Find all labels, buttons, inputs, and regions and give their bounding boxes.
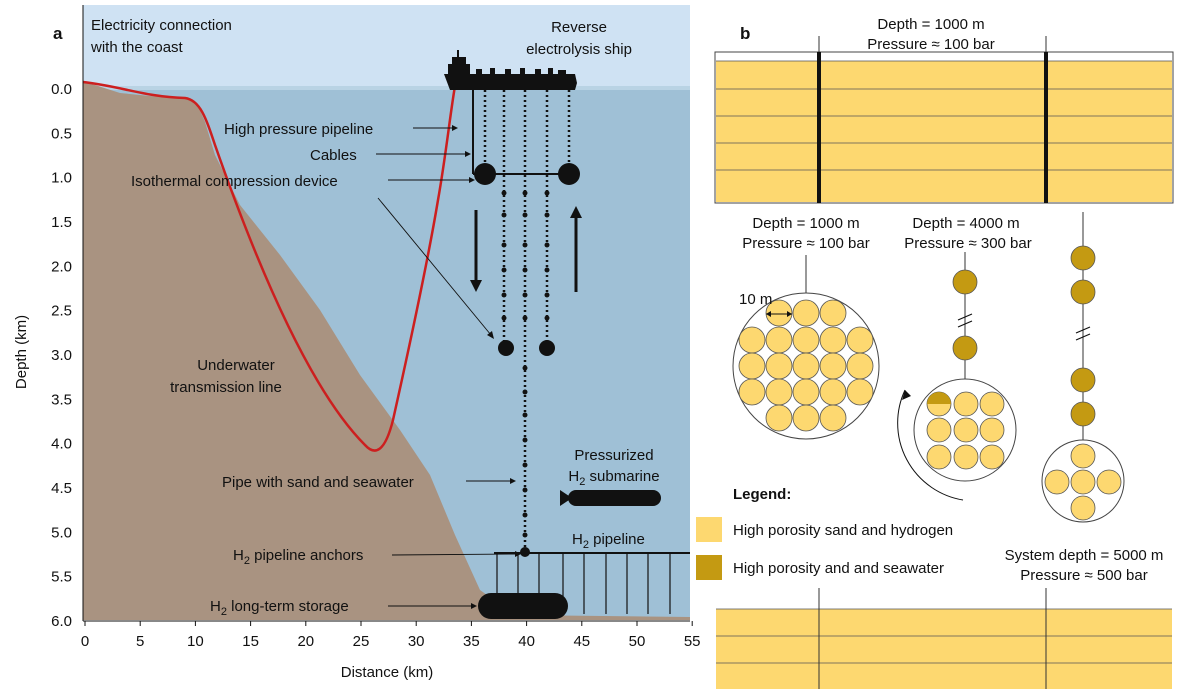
cables-label: Cables [310, 147, 357, 164]
panel-b: b Depth = 1000 m Pressure ≈ 100 bar Dept… [696, 16, 1174, 689]
h2-submarine [560, 490, 661, 506]
sky-background [83, 5, 690, 89]
x-tick-label: 20 [297, 633, 314, 650]
cluster-4000m [897, 252, 1017, 501]
x-tick-label: 10 [187, 633, 204, 650]
top-depth-label: Depth = 1000 m [877, 16, 984, 33]
x-axis-ticks: 0 5 10 15 20 25 30 35 40 45 50 55 [81, 621, 701, 650]
y-tick-label: 0.5 [51, 125, 72, 142]
y-tick-label: 1.5 [51, 214, 72, 231]
ship-label-line1: Reverse [551, 19, 607, 36]
legend-label-hydrogen: High porosity sand and hydrogen [733, 522, 953, 539]
x-tick-label: 15 [242, 633, 259, 650]
y-tick-label: 0.0 [51, 81, 72, 98]
x-tick-label: 45 [573, 633, 590, 650]
compression-device-left [474, 163, 496, 185]
y-tick-label: 2.5 [51, 303, 72, 320]
x-tick-label: 35 [463, 633, 480, 650]
coast-label-line2: with the coast [90, 39, 184, 56]
h2-pipeline-label: H2 pipeline [572, 531, 645, 551]
scale-label: 10 m [739, 291, 772, 308]
submarine-label-line2: H2 submarine [568, 468, 659, 488]
legend-title: Legend: [733, 486, 791, 503]
y-axis-ticks: 0.0 0.5 1.0 1.5 2.0 2.5 3.0 3.5 4.0 4.5 5.0 5.5 6.0 [51, 81, 72, 630]
transmission-label-line2: transmission line [170, 379, 282, 396]
x-tick-label: 40 [518, 633, 535, 650]
y-tick-label: 2.0 [51, 258, 72, 275]
compression-device-deep-left [498, 340, 514, 356]
ship [444, 50, 577, 90]
y-tick-label: 4.5 [51, 480, 72, 497]
y-tick-label: 1.0 [51, 170, 72, 187]
cluster1-pressure-label: Pressure ≈ 100 bar [742, 235, 869, 252]
h2-long-term-storage-tank [478, 593, 568, 619]
legend-swatch-hydrogen [696, 517, 722, 542]
cluster-5000m [1041, 212, 1125, 523]
legend-swatch-seawater [696, 555, 722, 580]
pipe-sand-label: Pipe with sand and seawater [222, 474, 414, 491]
coast-label-line1: Electricity connection [91, 17, 232, 34]
y-tick-label: 3.0 [51, 347, 72, 364]
cable-beads [501, 190, 550, 538]
submarine-label-line1: Pressurized [574, 447, 653, 464]
flow-arrow-up [570, 206, 582, 292]
seabed [83, 82, 690, 620]
pipeline-anchor-node [520, 547, 530, 557]
x-tick-label: 5 [136, 633, 144, 650]
rotation-arrow [897, 389, 964, 501]
panel-a-letter: a [53, 24, 63, 43]
y-tick-label: 5.0 [51, 524, 72, 541]
y-tick-label: 4.0 [51, 436, 72, 453]
cluster2-depth-label: Depth = 4000 m [912, 215, 1019, 232]
y-tick-label: 5.5 [51, 569, 72, 586]
y-tick-label: 3.5 [51, 391, 72, 408]
high-pressure-pipeline-label: High pressure pipeline [224, 121, 373, 138]
sea-surface-band [83, 86, 690, 90]
y-axis-title: Depth (km) [13, 315, 30, 389]
annotation-arrowheads [452, 125, 521, 609]
flow-arrow-down [470, 210, 482, 292]
x-tick-label: 30 [408, 633, 425, 650]
panel-a: a Electricity connection with the coast … [13, 5, 701, 681]
y-tick-label: 6.0 [51, 613, 72, 630]
x-tick-label: 55 [684, 633, 701, 650]
transmission-label-line1: Underwater [197, 357, 275, 374]
x-tick-label: 50 [629, 633, 646, 650]
cluster-1000m [732, 255, 880, 440]
compression-device-deep-right [539, 340, 555, 356]
cluster2-pressure-label: Pressure ≈ 300 bar [904, 235, 1031, 252]
underwater-transmission-line [82, 80, 457, 452]
isothermal-device-label: Isothermal compression device [131, 173, 338, 190]
top-reservoir-slab [714, 36, 1174, 204]
system-pressure-label: Pressure ≈ 500 bar [1020, 567, 1147, 584]
compression-device-right [558, 163, 580, 185]
cluster1-depth-label: Depth = 1000 m [752, 215, 859, 232]
ship-label-line2: electrolysis ship [526, 41, 632, 58]
panel-b-letter: b [740, 24, 750, 43]
bottom-reservoir-slab [716, 588, 1172, 689]
x-axis-title: Distance (km) [341, 664, 434, 681]
x-tick-label: 0 [81, 633, 89, 650]
legend-label-seawater: High porosity and and seawater [733, 560, 944, 577]
h2-storage-label: H2 long-term storage [210, 598, 349, 618]
annotation-arrows [376, 127, 517, 607]
x-tick-label: 25 [353, 633, 370, 650]
h2-anchors-label: H2 pipeline anchors [233, 547, 363, 567]
top-pressure-label: Pressure ≈ 100 bar [867, 36, 994, 53]
system-depth-label: System depth = 5000 m [1005, 547, 1164, 564]
